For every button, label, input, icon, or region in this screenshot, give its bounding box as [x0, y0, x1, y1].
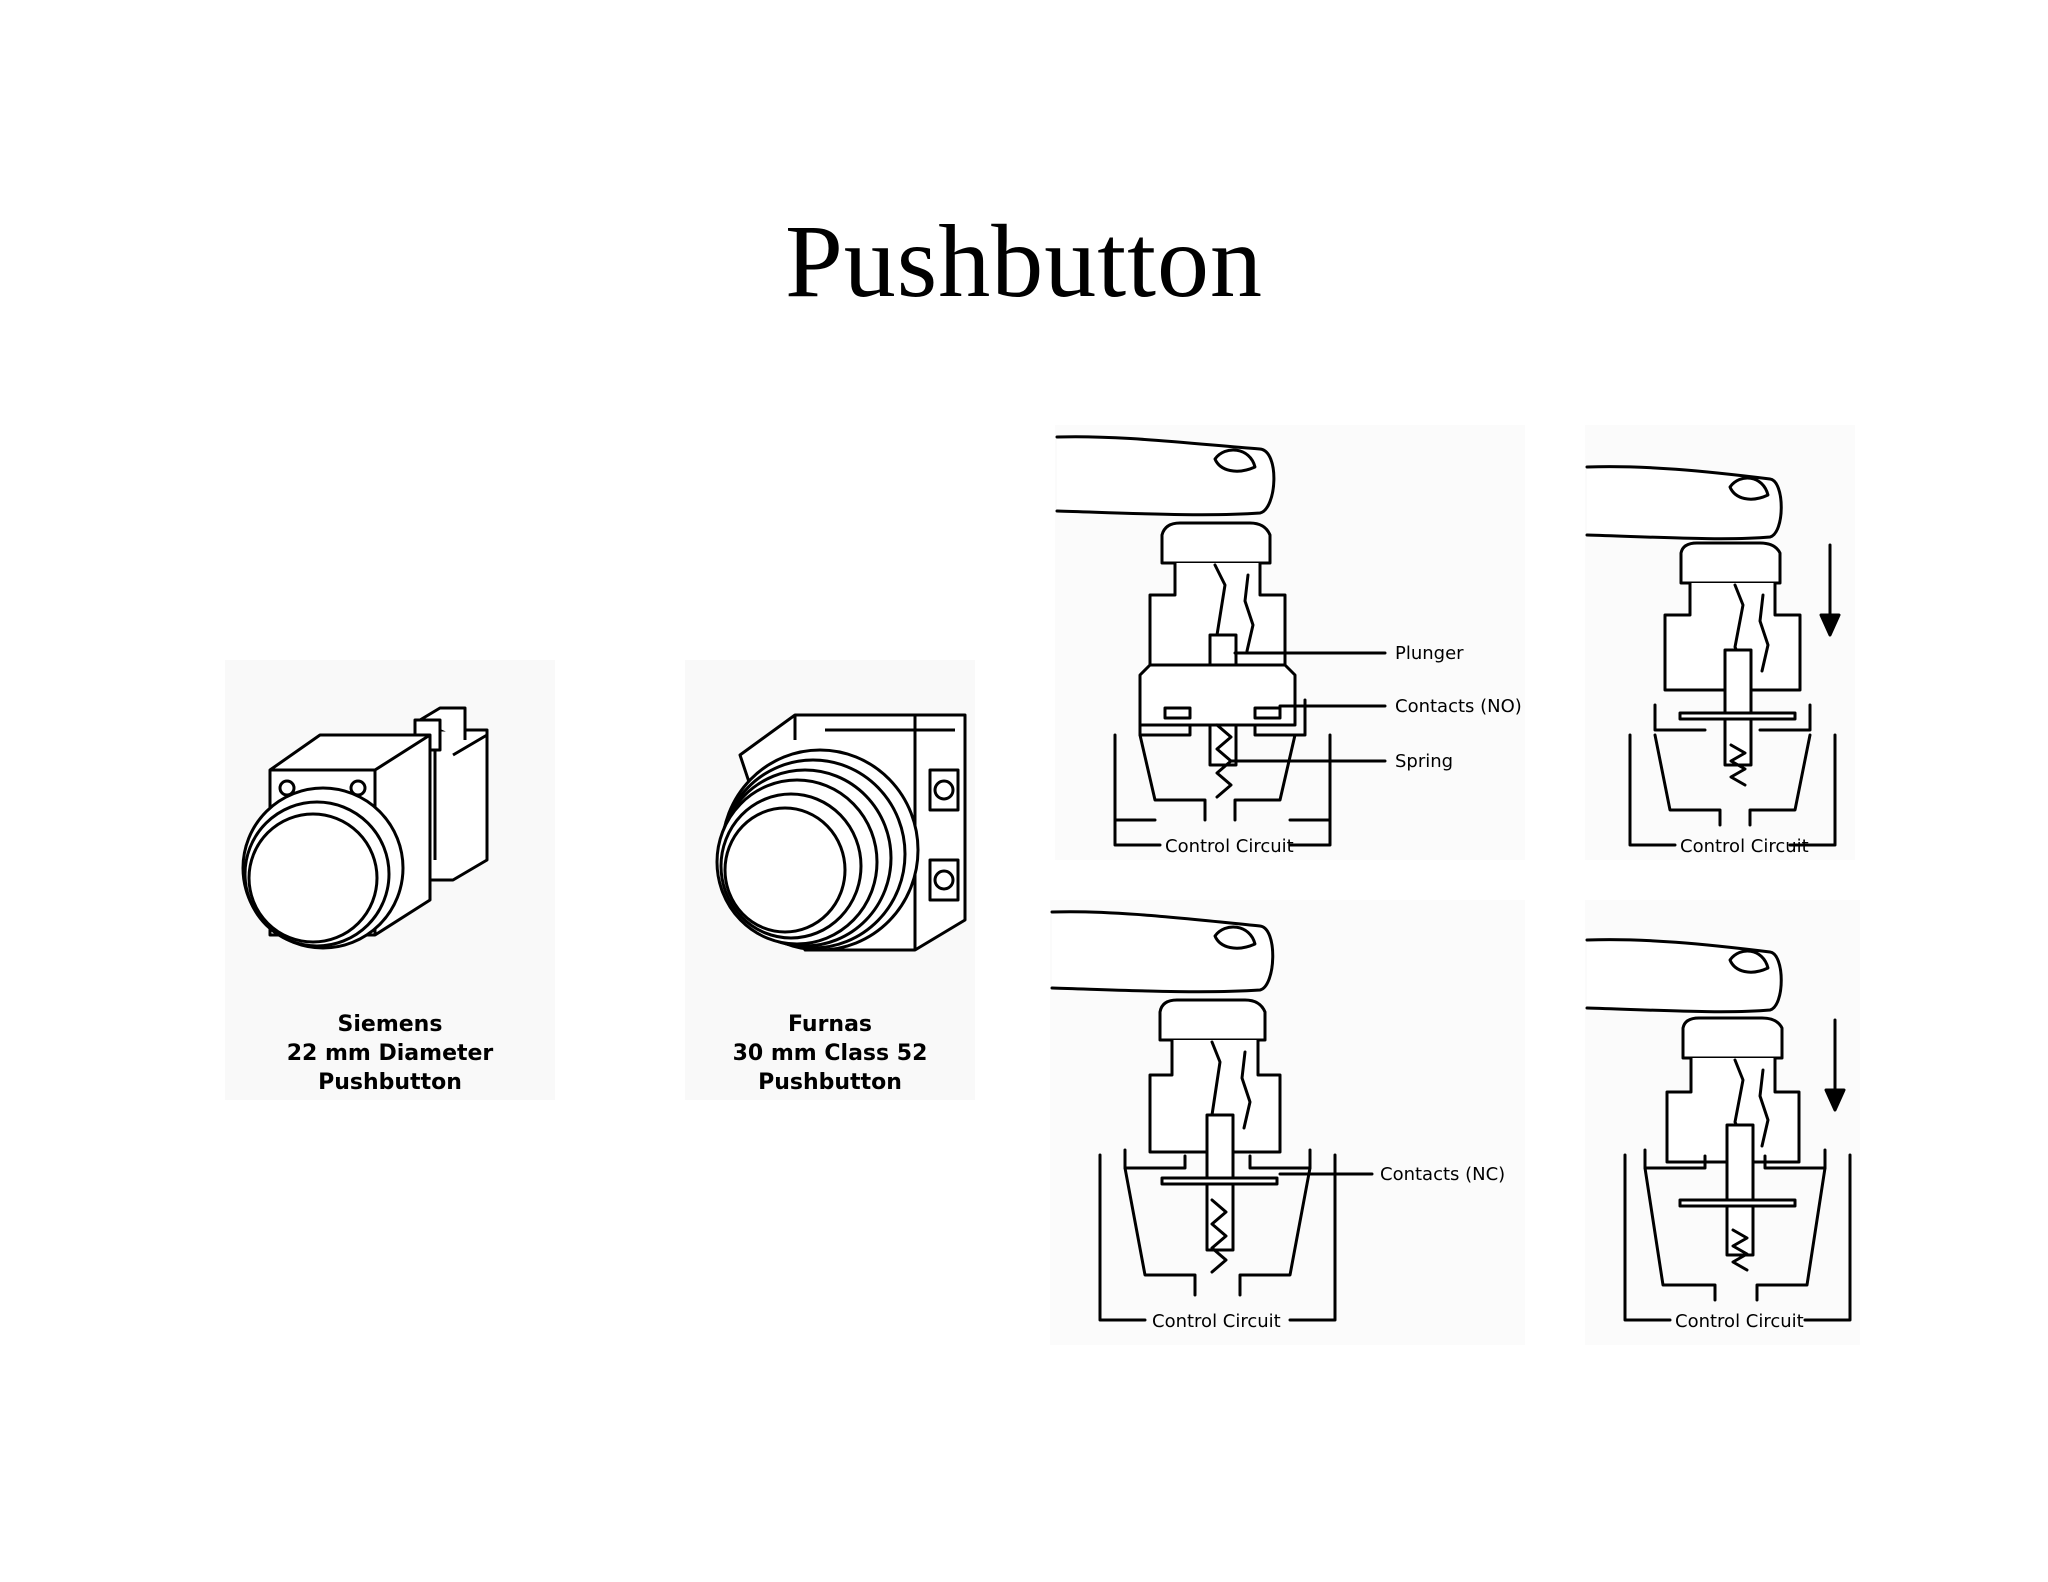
siemens-caption-type: Pushbutton: [318, 1070, 462, 1095]
spring-label: Spring: [1395, 751, 1453, 772]
furnas-pushbutton-illustration: [715, 713, 967, 952]
siemens-pushbutton-illustration: [241, 706, 489, 950]
furnas-caption-size: 30 mm Class 52: [732, 1041, 928, 1066]
control-circuit-label: Control Circuit: [1675, 1311, 1804, 1332]
contacts-no: [1678, 711, 1797, 721]
nc-released-diagram: Contacts (NC) Control Circuit: [1050, 900, 1525, 1345]
nc-pressed-diagram-svg: Control Circuit: [1585, 938, 1852, 1332]
siemens-caption-brand: Siemens: [337, 1012, 443, 1037]
no-released-diagram: Plunger Contacts (NO) Spring Control Cir…: [1055, 425, 1525, 860]
finger-icon: [1055, 435, 1276, 517]
furnas-caption-type: Pushbutton: [758, 1070, 902, 1095]
furnas-pushbutton-figure: Furnas 30 mm Class 52 Pushbutton: [685, 660, 975, 1100]
contacts-no-label: Contacts (NO): [1395, 696, 1522, 717]
spring: [1731, 1228, 1749, 1272]
furnas-caption-brand: Furnas: [787, 1012, 873, 1037]
siemens-caption: Siemens 22 mm Diameter Pushbutton: [225, 1010, 555, 1097]
button-cap: [1679, 541, 1782, 585]
spring: [1729, 743, 1747, 787]
no-pressed-diagram: Control Circuit: [1585, 425, 1855, 860]
siemens-caption-size: 22 mm Diameter: [286, 1041, 494, 1066]
spring: [1210, 1198, 1228, 1274]
contacts-nc: [1678, 1198, 1797, 1208]
button-cap: [1158, 998, 1267, 1042]
button-cap: [1160, 521, 1272, 565]
no-pressed-diagram-svg: Control Circuit: [1585, 465, 1841, 857]
control-circuit-label: Control Circuit: [1680, 836, 1809, 857]
furnas-caption: Furnas 30 mm Class 52 Pushbutton: [685, 1010, 975, 1097]
siemens-pushbutton-figure: Siemens 22 mm Diameter Pushbutton: [225, 660, 555, 1100]
control-circuit-label: Control Circuit: [1152, 1311, 1281, 1332]
nc-released-diagram-svg: Contacts (NC) Control Circuit: [1050, 910, 1505, 1332]
slide-title: Pushbutton: [784, 204, 1264, 319]
no-released-diagram-svg: Plunger Contacts (NO) Spring Control Cir…: [1055, 435, 1522, 857]
plunger-label: Plunger: [1395, 643, 1464, 664]
button-cap: [1681, 1016, 1784, 1060]
control-circuit-label: Control Circuit: [1165, 836, 1294, 857]
contacts-nc-label: Contacts (NC): [1380, 1164, 1505, 1185]
contacts-nc: [1160, 1176, 1279, 1186]
nc-pressed-diagram: Control Circuit: [1585, 900, 1860, 1345]
finger-icon: [1050, 910, 1275, 994]
